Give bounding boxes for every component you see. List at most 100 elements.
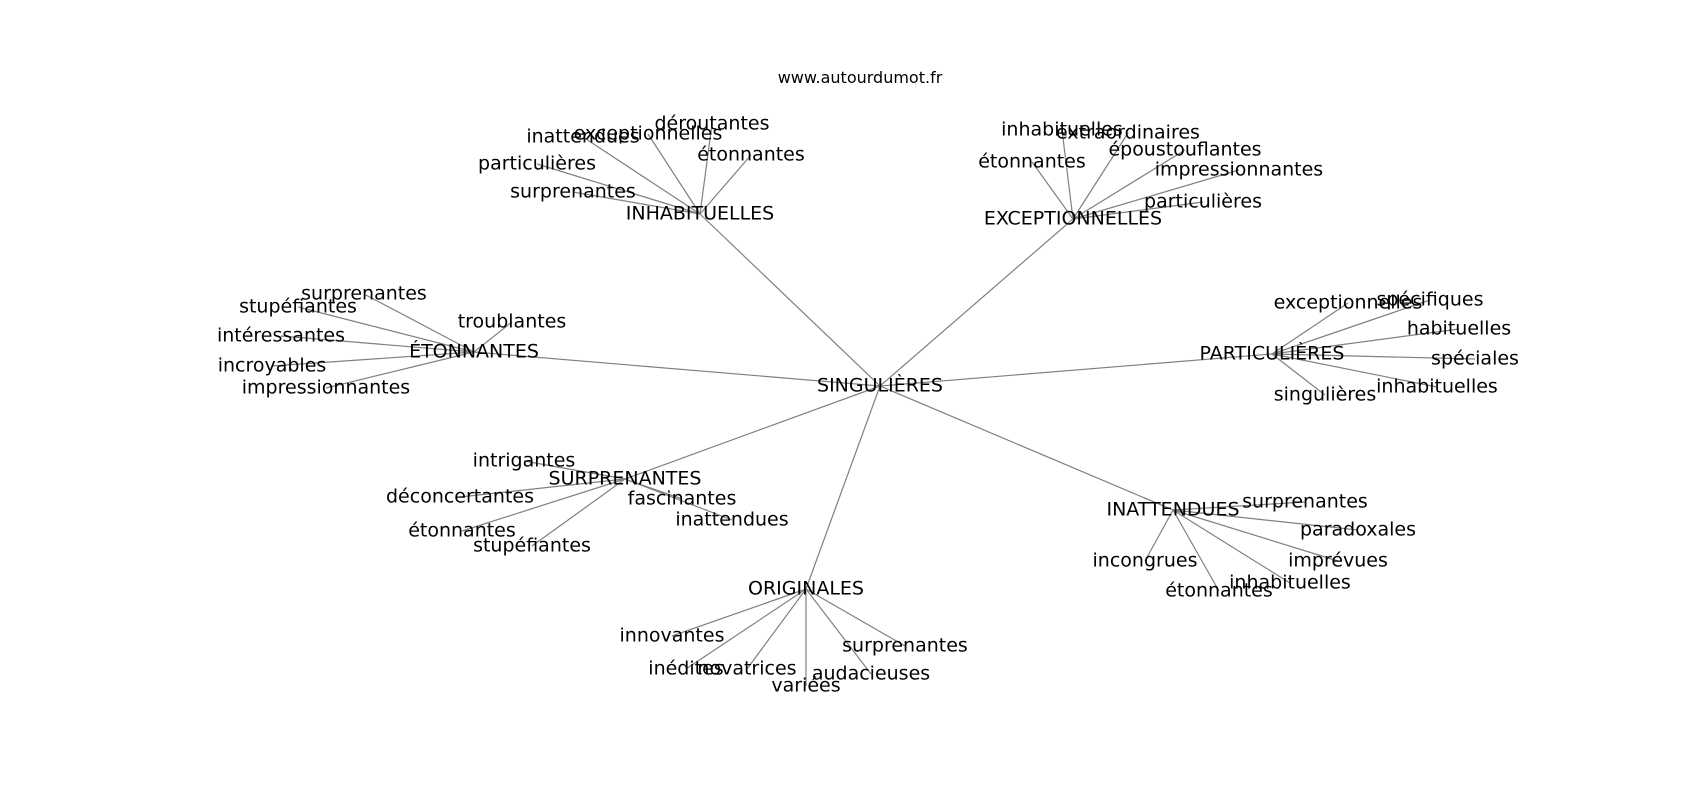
group-node-label: ÉTONNANTES (409, 340, 539, 363)
leaf-node-label: incroyables (218, 355, 327, 377)
leaf-node-label: inédites (648, 658, 723, 680)
leaf-edge (1172, 501, 1306, 511)
leaf-edge (523, 460, 626, 480)
leaf-node-label: imprévues (1288, 550, 1388, 572)
leaf-edge (1144, 509, 1174, 562)
site-label: www.autourdumot.fr (777, 68, 943, 87)
leaf-edge (1072, 169, 1240, 220)
leaf-node-label: habituelles (1407, 318, 1511, 340)
leaf-edge (271, 351, 475, 367)
leaf-edge (699, 123, 713, 215)
leaf-node-label: surprenantes (301, 283, 427, 305)
root-edge (879, 385, 1174, 511)
leaf-edge (1061, 129, 1074, 220)
leaf-node-label: spécifiques (1376, 289, 1483, 311)
leaf-edge (280, 335, 475, 353)
leaf-edge (572, 191, 701, 215)
leaf-node-label: novatrices (697, 658, 796, 680)
leaf-edge (461, 478, 626, 532)
leaf-edge (1072, 149, 1186, 220)
leaf-node-label: étonnantes (408, 520, 516, 542)
leaf-node-label: exceptionnelles (1274, 292, 1423, 314)
leaf-edge (582, 136, 701, 215)
leaf-edge (1271, 353, 1476, 360)
graph-labels: SINGULIÈRESINHABITUELLESsurprenantespart… (217, 113, 1519, 697)
group-node-label: INHABITUELLES (626, 203, 775, 225)
leaf-edge (1172, 509, 1339, 562)
leaf-edge (1271, 302, 1349, 355)
leaf-edge (671, 588, 807, 637)
root-edge (699, 213, 881, 387)
leaf-node-label: intrigantes (473, 450, 576, 472)
leaf-node-label: époustouflantes (1108, 139, 1261, 161)
leaf-edge (1172, 509, 1220, 592)
group-node-label: INATTENDUES (1106, 499, 1239, 521)
leaf-edge (624, 478, 733, 521)
root-edge (473, 351, 881, 387)
leaf-edge (685, 588, 807, 670)
leaf-node-label: étonnantes (697, 144, 805, 166)
leaf-node-label: inhabituelles (1001, 119, 1123, 141)
leaf-node-label: innovantes (620, 625, 725, 647)
leaf-node-label: stupéfiantes (239, 296, 357, 318)
root-edge (624, 385, 881, 480)
leaf-edge (1271, 353, 1438, 388)
leaf-node-label: impressionnantes (1155, 159, 1323, 181)
group-node-label: EXCEPTIONNELLES (984, 208, 1162, 230)
root-node-label: SINGULIÈRES (817, 374, 943, 397)
leaf-edge (1172, 509, 1359, 531)
leaf-edge (805, 588, 872, 675)
leaf-edge (805, 588, 906, 647)
group-node-label: ORIGINALES (748, 578, 864, 600)
leaf-edge (1271, 353, 1326, 396)
leaf-edge (297, 306, 475, 353)
leaf-edge (536, 163, 701, 215)
leaf-edge (325, 351, 475, 389)
leaf-node-label: fascinantes (628, 488, 737, 510)
root-edge (879, 218, 1074, 387)
leaf-node-label: inhabituelles (1376, 376, 1498, 398)
leaf-edge (1271, 328, 1460, 355)
leaf-edge (699, 154, 752, 215)
group-node-label: PARTICULIÈRES (1200, 342, 1345, 365)
leaf-edge (746, 588, 807, 670)
leaf-node-label: particulières (478, 153, 596, 175)
leaf-node-label: spéciales (1431, 348, 1519, 370)
leaf-node-label: déconcertantes (386, 486, 534, 508)
root-edge (879, 353, 1273, 387)
leaf-node-label: inhabituelles (1229, 572, 1351, 594)
leaf-edge (459, 478, 626, 498)
leaf-node-label: troublantes (458, 311, 567, 333)
leaf-node-label: extraordinaires (1056, 122, 1200, 144)
leaf-node-label: étonnantes (978, 151, 1086, 173)
leaf-edge (1072, 201, 1204, 220)
leaf-node-label: paradoxales (1300, 519, 1416, 541)
leaf-node-label: singulières (1274, 384, 1377, 406)
leaf-edge (531, 478, 626, 547)
leaf-node-label: surprenantes (1242, 491, 1368, 513)
leaf-edge (363, 293, 475, 353)
leaf-edge (1072, 132, 1129, 220)
leaf-node-label: exceptionnelles (574, 123, 723, 145)
leaf-edge (1172, 509, 1291, 584)
leaf-node-label: surprenantes (510, 181, 636, 203)
leaf-edge (647, 133, 701, 215)
leaf-node-label: variées (771, 675, 840, 697)
leaf-node-label: incongrues (1093, 550, 1198, 572)
leaf-node-label: déroutantes (655, 113, 770, 135)
leaf-node-label: inattendues (675, 509, 788, 531)
group-node-label: SURPRENANTES (549, 468, 702, 490)
root-edge (805, 385, 881, 590)
leaf-edge (473, 321, 513, 353)
leaf-node-label: surprenantes (842, 635, 968, 657)
leaf-node-label: particulières (1144, 191, 1262, 213)
leaf-node-label: impressionnantes (242, 377, 410, 399)
graph-edges (271, 123, 1476, 686)
leaf-node-label: audacieuses (812, 663, 930, 685)
leaf-edge (1271, 299, 1431, 355)
leaf-node-label: intéressantes (217, 325, 345, 347)
leaf-node-label: inattendues (526, 126, 639, 148)
leaf-node-label: stupéfiantes (473, 535, 591, 557)
leaf-node-label: étonnantes (1165, 580, 1273, 602)
